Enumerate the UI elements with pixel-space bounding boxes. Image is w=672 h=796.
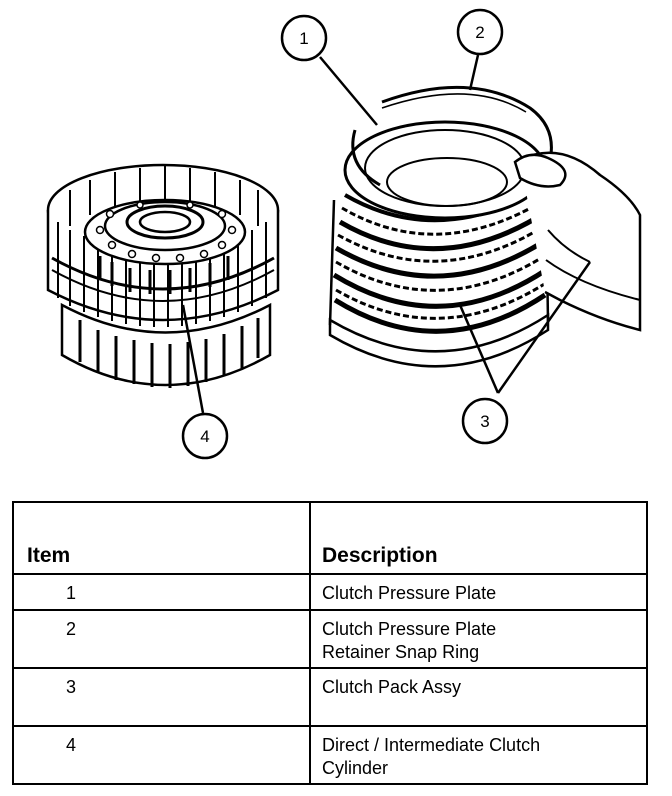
item-description: Direct / Intermediate Clutch Cylinder xyxy=(309,725,648,785)
item-number: 2 xyxy=(12,609,311,669)
description-line: Clutch Pressure Plate xyxy=(322,583,497,603)
callout-2: 2 xyxy=(456,8,504,56)
callout-3: 3 xyxy=(461,397,509,445)
callout-1: 1 xyxy=(280,14,328,62)
callout-4-label: 4 xyxy=(200,427,209,446)
item-number: 3 xyxy=(12,667,311,727)
description-column-header: Description xyxy=(309,501,648,575)
description-line: Cylinder xyxy=(322,758,389,778)
description-line: Direct / Intermediate Clutch xyxy=(322,735,541,755)
item-description: Clutch Pressure Plate Retainer Snap Ring xyxy=(309,609,648,669)
callout-3-label: 3 xyxy=(480,412,489,431)
item-description: Clutch Pressure Plate xyxy=(309,573,648,611)
leader-lines xyxy=(181,54,592,414)
callout-1-label: 1 xyxy=(299,29,308,48)
description-line: Clutch Pressure Plate xyxy=(322,619,497,639)
table-row: 1 Clutch Pressure Plate xyxy=(12,573,648,611)
description-line: Clutch Pack Assy xyxy=(322,677,462,697)
parts-legend-table: Item Description 1 Clutch Pressure Plate… xyxy=(12,501,648,785)
callout-2-label: 2 xyxy=(475,23,484,42)
clutch-pack-drawing xyxy=(328,85,642,368)
table-row: 2 Clutch Pressure Plate Retainer Snap Ri… xyxy=(12,609,648,669)
item-number: 1 xyxy=(12,573,311,611)
description-line: Retainer Snap Ring xyxy=(322,642,480,662)
item-description: Clutch Pack Assy xyxy=(309,667,648,727)
table-header-row: Item Description xyxy=(12,501,648,575)
callout-4: 4 xyxy=(181,412,229,460)
clutch-cylinder-drawing xyxy=(46,163,280,388)
table-row: 3 Clutch Pack Assy xyxy=(12,667,648,727)
item-column-header: Item xyxy=(12,501,311,575)
table-row: 4 Direct / Intermediate Clutch Cylinder xyxy=(12,725,648,785)
item-number: 4 xyxy=(12,725,311,785)
clutch-assembly-illustration: 1 2 3 4 xyxy=(46,8,642,460)
